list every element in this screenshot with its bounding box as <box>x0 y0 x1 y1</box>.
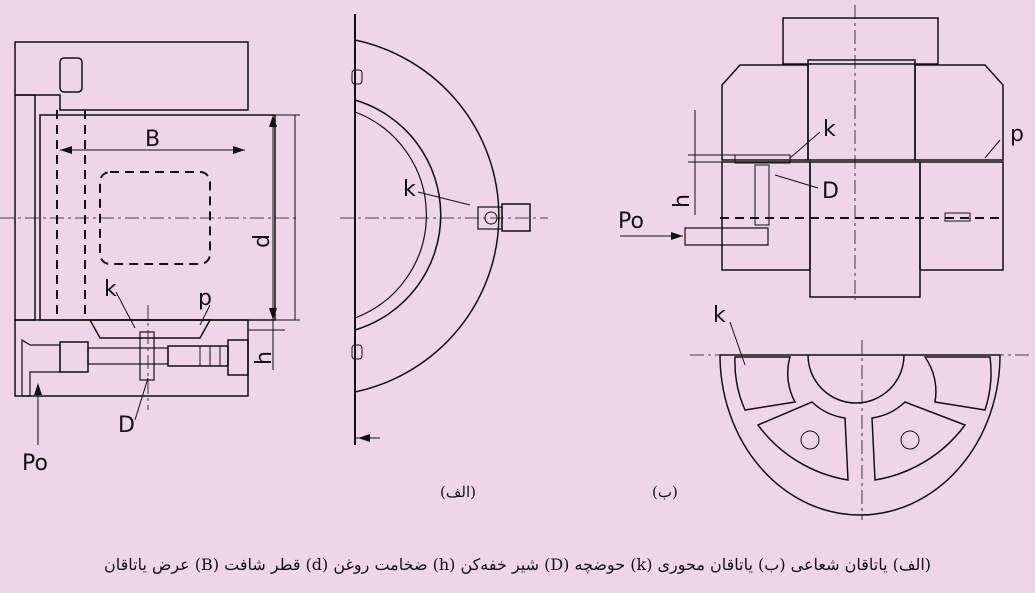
label-k2-c: k <box>713 303 726 328</box>
sublabel-right: (ب) <box>652 483 678 501</box>
label-k-b: k <box>403 177 416 202</box>
label-h-c: h <box>670 194 695 208</box>
sublabel-left: (الف) <box>440 483 476 501</box>
label-B: B <box>145 127 160 152</box>
radial-bearing-section: B d k p h D Po <box>0 41 300 476</box>
label-Po: Po <box>22 451 48 476</box>
label-p-c: p <box>1010 122 1024 147</box>
label-Po-c: Po <box>618 209 644 234</box>
figure-caption: (الف) یاتاقان شعاعی (ب) یاتاقان محوری (k… <box>103 555 932 574</box>
label-p: p <box>198 286 212 311</box>
label-k: k <box>104 277 117 302</box>
radial-bearing-cross-section: k <box>340 14 548 445</box>
thrust-bearing: k p D h Po k <box>618 5 1030 520</box>
label-h: h <box>252 351 277 365</box>
label-D: D <box>118 413 135 438</box>
label-k1-c: k <box>823 117 836 142</box>
label-D-c: D <box>822 179 839 204</box>
label-d: d <box>250 234 275 248</box>
